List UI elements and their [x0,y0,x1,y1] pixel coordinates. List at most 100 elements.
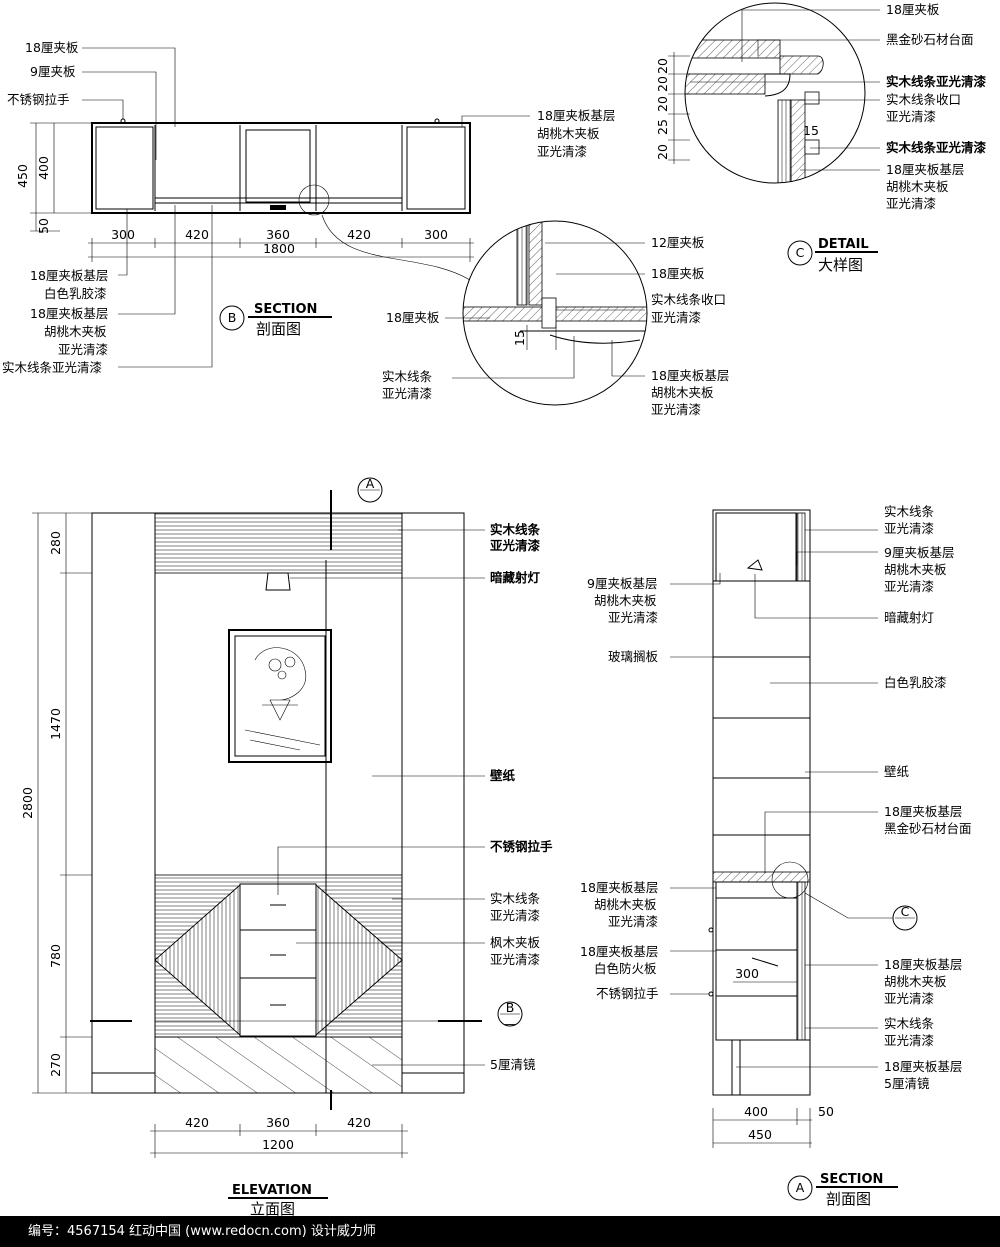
dim-420-a: 420 [185,227,209,242]
label-b4: 胡桃木夹板 [44,324,107,339]
label-right-2: 胡桃木夹板 [537,126,600,141]
title-detail-c-cn: 大样图 [818,256,863,274]
sec-a-l6: 胡桃木夹板 [594,897,657,912]
detail-c-label-7: 18厘夹板基层 [886,162,964,177]
sec-a-r17: 5厘清镜 [884,1076,930,1091]
sec-a-r8: 壁纸 [884,764,910,779]
sec-a-r13: 亚光清漆 [884,991,934,1006]
elev-dim-1200: 1200 [262,1137,294,1152]
elev-dim-2800: 2800 [20,787,35,819]
sec-a-r16: 18厘夹板基层 [884,1059,962,1074]
title-section-b-cn: 剖面图 [256,320,301,338]
elev-dim-1470: 1470 [48,708,63,740]
detail-b-label-10: 亚光清漆 [651,402,701,417]
detail-c-label-6: 实木线条亚光清漆 [886,140,987,155]
label-9mm-board: 9厘夹板 [30,64,76,79]
dim-420-b: 420 [347,227,371,242]
detail-c-label-8: 胡桃木夹板 [886,179,949,194]
detail-b-label-4: 亚光清漆 [651,310,701,325]
detail-b-label-5: 18厘夹板 [386,310,440,325]
elev-label-9: 亚光清漆 [490,952,540,967]
sec-a-r7: 白色乳胶漆 [884,675,947,690]
detail-b-label-3: 实木线条收口 [651,292,726,307]
sec-a-r2: 亚光清漆 [884,521,934,536]
sec-a-l9: 白色防火板 [594,961,657,976]
sec-a-dim-450: 450 [748,1127,772,1142]
label-b2: 白色乳胶漆 [44,286,107,301]
label-steel-handle: 不锈钢拉手 [7,92,70,107]
elev-label-1: 实木线条 [490,522,541,537]
dim-50: 50 [36,218,51,234]
elev-dim-420-b: 420 [347,1115,371,1130]
sec-a-r4: 胡桃木夹板 [884,562,947,577]
tag-b: B [228,310,237,325]
title-detail-c: DETAIL [818,237,869,252]
detail-c-label-4: 实木线条收口 [886,92,961,107]
detail-c-dim-4: 25 [655,119,670,135]
sec-a-l5: 18厘夹板基层 [580,880,658,895]
elev-label-10: 5厘清镜 [490,1057,536,1072]
detail-c-label-2: 黑金砂石材台面 [886,32,974,47]
title-section-a-cn: 剖面图 [826,1190,871,1208]
sec-a-r6: 暗藏射灯 [884,610,934,625]
sec-a-l7: 亚光清漆 [608,914,658,929]
detail-b-label-1: 12厘夹板 [651,235,705,250]
section-b: 450 400 50 300 420 360 420 300 1800 18厘夹… [2,40,615,375]
label-b1: 18厘夹板基层 [30,268,108,283]
sec-a-dim-300: 300 [735,966,759,981]
dim-300-a: 300 [111,227,135,242]
sec-a-r3: 9厘夹板基层 [884,545,954,560]
detail-c-dim-2: 20 [655,76,670,92]
title-section-b: SECTION [254,302,317,317]
detail-b-label-9: 胡桃木夹板 [651,385,714,400]
dim-450: 450 [15,164,30,188]
sec-a-l2: 胡桃木夹板 [594,593,657,608]
detail-c-dim-5: 20 [655,144,670,160]
detail-c-dim-6: 15 [803,123,819,138]
sec-a-r12: 胡桃木夹板 [884,974,947,989]
detail-b-label-7: 亚光清漆 [382,386,432,401]
dim-400: 400 [36,156,51,180]
dim-360: 360 [266,227,290,242]
footer-watermark: 编号：4567154 红动中国 (www.redocn.com) 设计威力师 [0,1216,1000,1247]
tag-a: A [796,1180,805,1195]
detail-b-label-2: 18厘夹板 [651,266,705,281]
detail-c-dim-1: 20 [655,58,670,74]
title-elevation: ELEVATION [232,1183,312,1198]
elev-label-2: 亚光清漆 [490,538,541,553]
sec-a-r1: 实木线条 [884,504,935,519]
elev-label-6: 实木线条 [490,891,541,906]
sec-a-l3: 亚光清漆 [608,610,658,625]
marker-b-dash: — [504,1016,517,1031]
label-right-1: 18厘夹板基层 [537,108,615,123]
detail-c-label-5: 亚光清漆 [886,109,936,124]
detail-c: 20 20 20 25 20 15 18厘夹板 黑金砂石材台面 实木线条亚光清漆… [655,2,987,274]
sec-a-r9: 18厘夹板基层 [884,804,962,819]
elev-dim-360: 360 [266,1115,290,1130]
elev-label-7: 亚光清漆 [490,908,540,923]
sec-a-r10: 黑金砂石材台面 [884,821,972,836]
detail-c-label-1: 18厘夹板 [886,2,940,17]
detail-b: 15 12厘夹板 18厘夹板 实木线条收口 亚光清漆 18厘夹板 实木线条 亚光… [321,214,729,417]
label-b6: 实木线条亚光清漆 [2,360,102,375]
detail-b-label-8: 18厘夹板基层 [651,368,729,383]
elev-dim-280: 280 [48,531,63,555]
label-b5: 亚光清漆 [58,342,108,357]
marker-b: B [506,1000,515,1015]
sec-a-r11: 18厘夹板基层 [884,957,962,972]
elev-label-8: 枫木夹板 [490,935,541,950]
footer-text: 编号：4567154 红动中国 (www.redocn.com) 设计威力师 [28,1224,376,1239]
section-a: 300 400 50 450 C 实木线条 亚光清漆 9厘夹板基层 胡桃木夹板 … [580,504,972,1208]
label-right-3: 亚光清漆 [537,144,587,159]
sec-a-r14: 实木线条 [884,1016,935,1031]
sec-a-dim-50: 50 [818,1104,834,1119]
detail-c-label-9: 亚光清漆 [886,196,936,211]
sec-a-r15: 亚光清漆 [884,1033,934,1048]
detail-b-label-6: 实木线条 [382,369,433,384]
tag-c: C [796,245,805,260]
title-elevation-cn: 立面图 [250,1200,295,1218]
elev-label-5: 不锈钢拉手 [490,839,553,854]
marker-c: C [901,904,910,919]
dim-300-b: 300 [424,227,448,242]
